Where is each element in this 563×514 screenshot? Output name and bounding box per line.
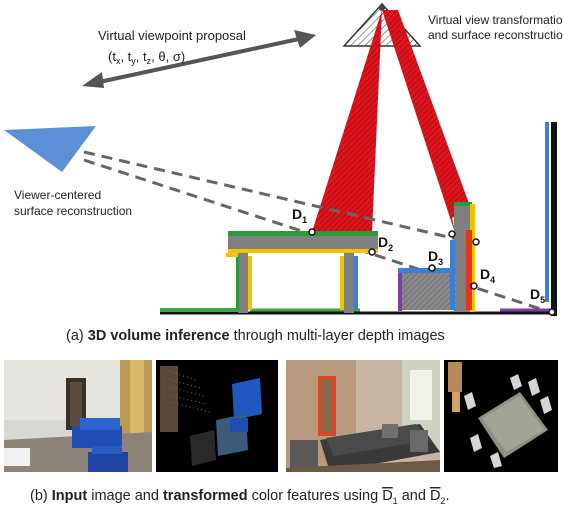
proposal-params: (tx, ty, tz, θ, σ): [108, 49, 185, 66]
caption-b: (b) Input image and transformed color fe…: [30, 488, 449, 506]
depth-points: [308, 228, 556, 316]
right-wall: [551, 122, 557, 316]
right-wall-blue: [545, 122, 549, 302]
transform-label-line2: and surface reconstruction: [428, 28, 563, 42]
depth-label-d2: D2: [378, 234, 393, 253]
virtual-ray-left: [312, 10, 382, 232]
input-image-living-room: [4, 360, 152, 472]
caption-a: (a) 3D volume inference through multi-la…: [66, 328, 445, 344]
input-image-meeting-room: [286, 360, 440, 472]
depth-label-d1: D1: [292, 206, 307, 225]
viewer-label-line1: Viewer-centered: [14, 188, 101, 202]
viewer-rays: [83, 150, 557, 316]
viewer-label-line2: surface reconstruction: [14, 204, 132, 218]
transformed-image-meeting-room: [444, 360, 558, 472]
depth-label-d3: D3: [428, 248, 443, 267]
viewer-camera-icon: [4, 126, 96, 172]
virtual-ray-right: [382, 10, 470, 236]
table-structure: [226, 231, 378, 313]
viewpoint-proposal-arrow: [82, 30, 316, 88]
chair-structure: [398, 202, 475, 312]
depth-label-d5: D5: [530, 286, 545, 305]
proposal-label: Virtual viewpoint proposal: [98, 28, 246, 43]
transformed-image-living-room: [156, 360, 278, 472]
depth-label-d4: D4: [480, 266, 495, 285]
transform-label-line1: Virtual view transformation: [428, 13, 563, 27]
